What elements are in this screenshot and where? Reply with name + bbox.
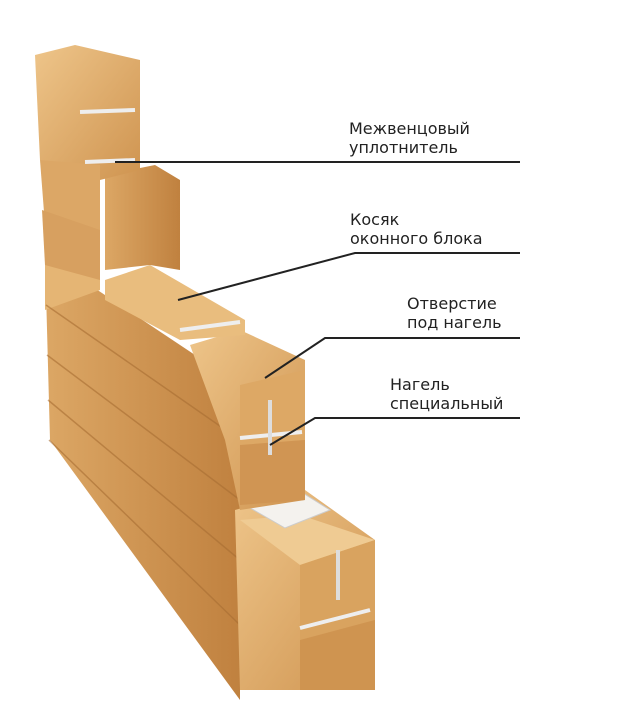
leader-line-dowel <box>269 417 520 446</box>
label-hole-line1: Отверстие <box>407 294 497 313</box>
label-gasket-line2: уплотнитель <box>349 138 458 157</box>
label-dowel-hole: Отверстие под нагель <box>407 294 502 332</box>
wall-logs <box>35 45 375 700</box>
leader-line-jamb <box>177 252 520 301</box>
label-dowel-line1: Нагель <box>390 375 450 394</box>
label-gasket-line1: Межвенцовый <box>349 119 470 138</box>
label-jamb-line2: оконного блока <box>350 229 483 248</box>
label-window-jamb: Косяк оконного блока <box>350 210 483 248</box>
label-hole-line2: под нагель <box>407 313 502 332</box>
leader-lines <box>115 161 520 446</box>
label-gasket: Межвенцовый уплотнитель <box>349 119 470 157</box>
leader-line-hole <box>264 337 520 379</box>
label-dowel-line2: специальный <box>390 394 504 413</box>
label-dowel: Нагель специальный <box>390 375 503 413</box>
label-jamb-line1: Косяк <box>350 210 400 229</box>
